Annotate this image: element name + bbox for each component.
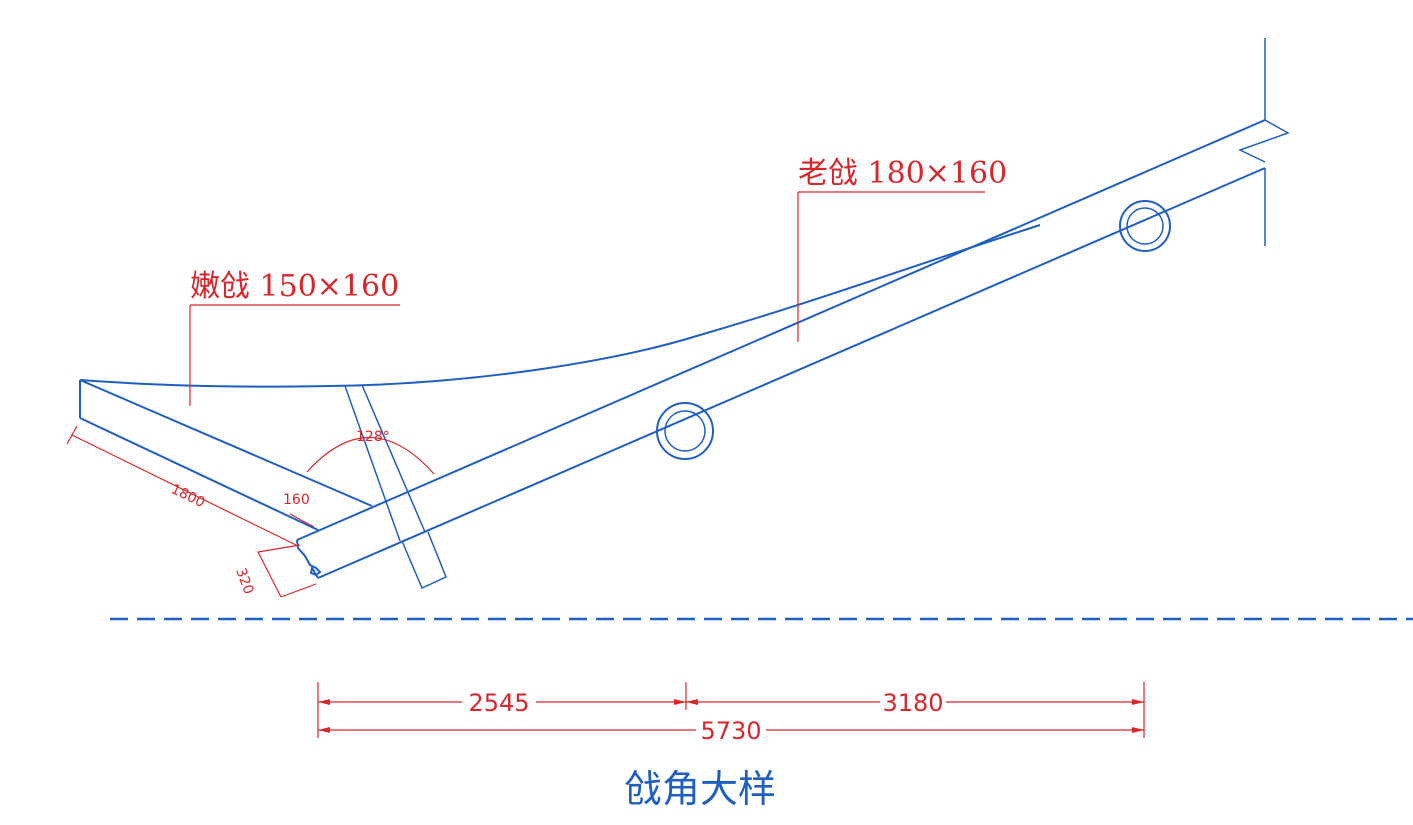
old-rafter-label: 老戗 180×160	[798, 156, 1007, 191]
young-rafter-label: 嫩戗 150×160	[190, 269, 399, 304]
width-dimension-160: 160	[283, 492, 315, 528]
width-value-160: 160	[283, 492, 310, 508]
purlin-circle-left	[656, 402, 714, 460]
span-total-value: 5730	[700, 717, 761, 745]
drawing-title: 戗角大样	[624, 767, 776, 811]
young-rafter	[79, 224, 1041, 531]
wall-break-line	[1238, 38, 1290, 246]
young-rafter-leader	[189, 304, 400, 406]
length-dimension-1800: 1800	[66, 425, 297, 546]
height-value-320: 320	[232, 566, 256, 597]
length-value-1800: 1800	[168, 481, 207, 511]
span-left-value: 2545	[468, 689, 529, 717]
span-dimensions: 2545 3180 5730	[317, 682, 1145, 745]
old-rafter-beam	[296, 119, 1266, 579]
angle-dimension: 128°	[306, 429, 435, 475]
span-right-value: 3180	[882, 689, 943, 717]
purlin-circle-right	[1119, 200, 1171, 252]
inclined-support-post	[344, 384, 447, 590]
angle-value: 128°	[356, 429, 390, 445]
old-rafter-leader	[797, 191, 985, 342]
